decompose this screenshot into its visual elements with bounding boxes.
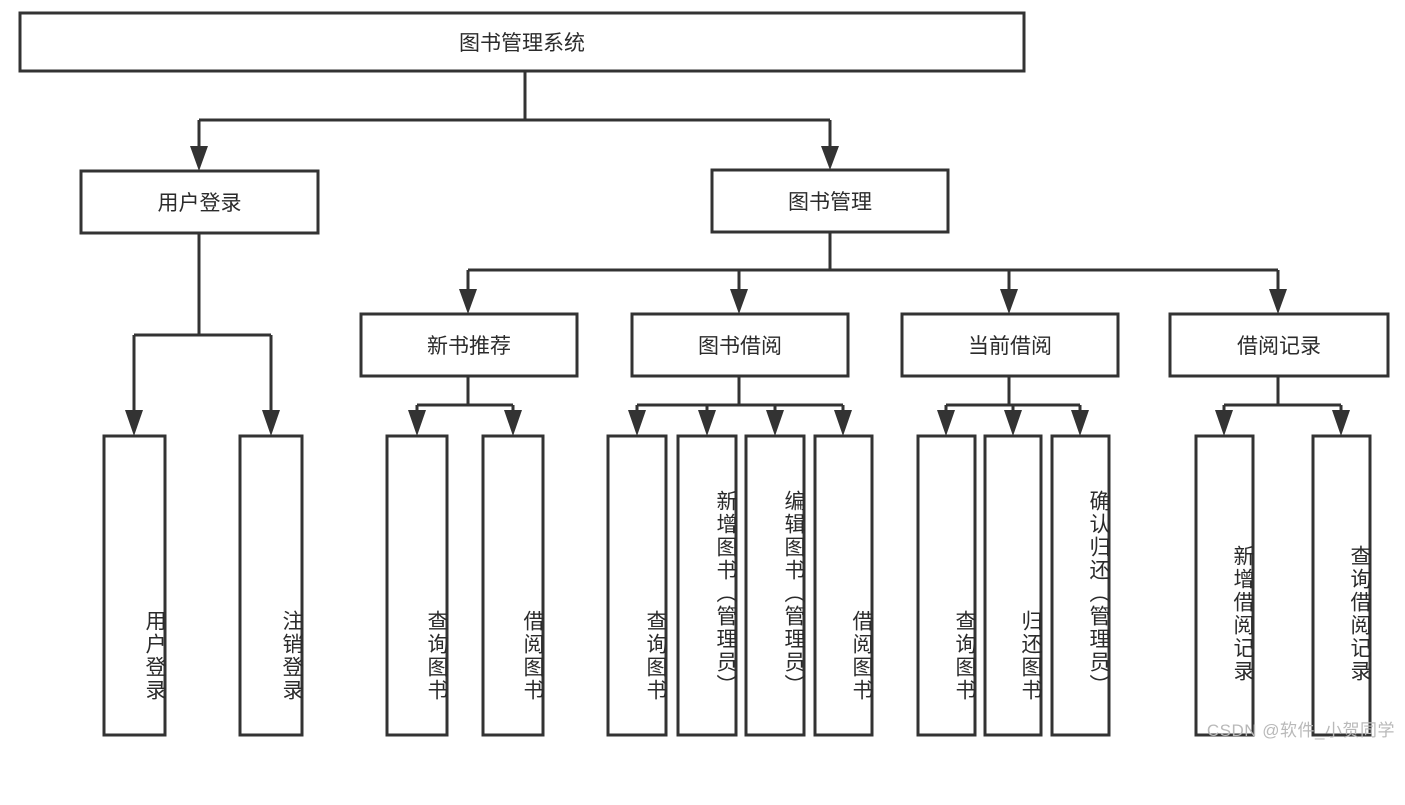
- arrow-head-leaf-add-book: [698, 410, 716, 436]
- arrow-head-borrow-record: [1269, 289, 1287, 314]
- node-box-borrow-record[interactable]: [1168, 312, 1390, 378]
- diagram-canvas: 图书管理系统 用户登录 图书管理 新书推荐 图书借阅 当前借阅 借阅记录 用户登…: [18, 11, 1394, 740]
- node-box-current-borrow[interactable]: [900, 312, 1120, 378]
- node-box-leaf-add-book[interactable]: [676, 434, 738, 737]
- node-box-book-borrow[interactable]: [630, 312, 850, 378]
- node-box-leaf-query-record[interactable]: [1311, 434, 1372, 737]
- node-box-leaf-borrow-book[interactable]: [813, 434, 874, 737]
- arrow-head-leaf-return-book: [1004, 410, 1022, 436]
- arrow-head-new-book-recommend: [459, 289, 477, 314]
- arrow-head-book-manage: [821, 146, 839, 170]
- arrow-head-book-borrow: [730, 289, 748, 314]
- node-box-leaf-add-record[interactable]: [1194, 434, 1255, 737]
- node-box-leaf-query-book-borrow[interactable]: [606, 434, 668, 737]
- arrow-head-leaf-add-record: [1215, 410, 1233, 436]
- node-box-leaf-confirm-return[interactable]: [1050, 434, 1111, 737]
- arrow-head-leaf-query-book-current: [937, 410, 955, 436]
- arrow-head-leaf-edit-book: [766, 410, 784, 436]
- node-box-leaf-user-logout[interactable]: [238, 434, 304, 737]
- arrow-head-leaf-query-record: [1332, 410, 1350, 436]
- node-box-leaf-borrow-book-rec[interactable]: [481, 434, 545, 737]
- arrow-head-leaf-user-login: [125, 410, 143, 436]
- node-box-user-login[interactable]: [79, 169, 320, 235]
- arrow-head-user-login: [190, 146, 208, 171]
- node-box-book-manage[interactable]: [710, 168, 950, 234]
- arrow-head-leaf-user-logout: [262, 410, 280, 436]
- arrow-head-leaf-query-book-rec: [408, 410, 426, 436]
- arrow-head-leaf-borrow-book-rec: [504, 410, 522, 436]
- node-box-leaf-query-book-current[interactable]: [916, 434, 977, 737]
- node-box-leaf-user-login[interactable]: [102, 434, 167, 737]
- arrow-head-current-borrow: [1000, 289, 1018, 314]
- node-box-new-book-recommend[interactable]: [359, 312, 579, 378]
- node-box-leaf-query-book-rec[interactable]: [385, 434, 449, 737]
- arrow-head-leaf-confirm-return: [1071, 410, 1089, 436]
- arrow-head-leaf-borrow-book: [834, 410, 852, 436]
- node-box-root[interactable]: [18, 11, 1026, 73]
- node-box-leaf-edit-book[interactable]: [744, 434, 806, 737]
- arrow-head-leaf-query-book-borrow: [628, 410, 646, 436]
- diagram-connectors-layer: [18, 11, 1390, 737]
- node-box-leaf-return-book[interactable]: [983, 434, 1043, 737]
